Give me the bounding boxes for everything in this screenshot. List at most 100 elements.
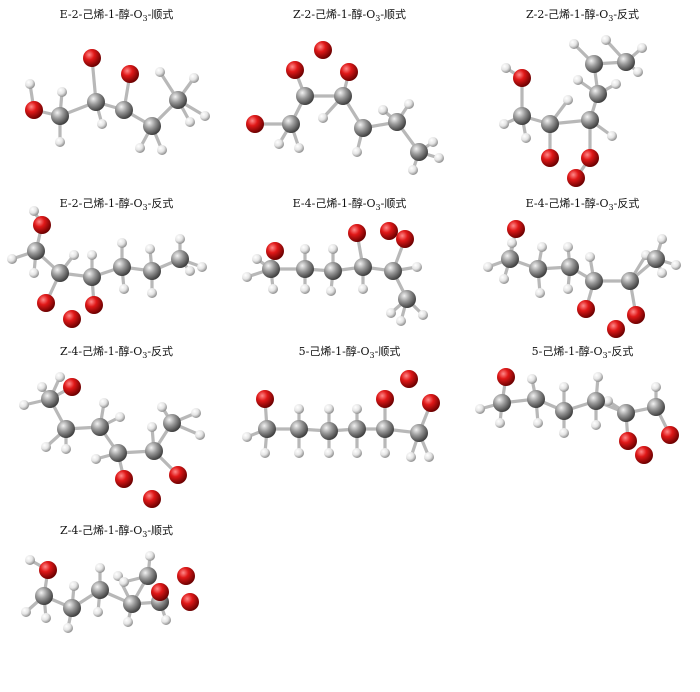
- molecule-model: [246, 41, 444, 175]
- carbon-atom: [587, 392, 605, 410]
- molecule-model: [7, 206, 207, 328]
- panel-title: Z-2-己烯-1-醇-O3-顺式: [292, 8, 407, 24]
- hydrogen-atom: [607, 131, 617, 141]
- carbon-atom: [529, 260, 547, 278]
- hydrogen-atom: [412, 262, 422, 272]
- oxygen-atom: [340, 63, 358, 81]
- panel-title: 5-己烯-1-醇-O3-反式: [531, 345, 634, 361]
- hydrogen-atom: [499, 119, 509, 129]
- hydrogen-atom: [352, 448, 362, 458]
- oxygen-atom: [115, 470, 133, 488]
- hydrogen-atom: [601, 35, 611, 45]
- hydrogen-atom: [57, 87, 67, 97]
- oxygen-atom: [33, 216, 51, 234]
- carbon-atom: [354, 258, 372, 276]
- oxygen-atom: [607, 320, 625, 338]
- hydrogen-atom: [404, 99, 414, 109]
- molecule-panel-4: E-2-己烯-1-醇-O3-反式: [0, 195, 233, 365]
- hydrogen-atom: [37, 382, 47, 392]
- hydrogen-atom: [406, 452, 416, 462]
- hydrogen-atom: [25, 79, 35, 89]
- oxygen-atom: [380, 222, 398, 240]
- carbon-atom: [91, 581, 109, 599]
- oxygen-atom: [181, 593, 199, 611]
- hydrogen-atom: [671, 260, 681, 270]
- oxygen-atom: [143, 490, 161, 508]
- carbon-atom: [27, 242, 45, 260]
- carbon-atom: [296, 87, 314, 105]
- hydrogen-atom: [633, 67, 643, 77]
- hydrogen-atom: [326, 286, 336, 296]
- hydrogen-atom: [328, 244, 338, 254]
- hydrogen-atom: [93, 607, 103, 617]
- carbon-atom: [262, 260, 280, 278]
- hydrogen-atom: [483, 262, 493, 272]
- carbon-atom: [35, 587, 53, 605]
- hydrogen-atom: [69, 581, 79, 591]
- carbon-atom: [145, 442, 163, 460]
- oxygen-atom: [177, 567, 195, 585]
- hydrogen-atom: [507, 238, 517, 248]
- carbon-atom: [376, 420, 394, 438]
- hydrogen-atom: [189, 73, 199, 83]
- hydrogen-atom: [418, 310, 428, 320]
- hydrogen-atom: [69, 250, 79, 260]
- carbon-atom: [501, 250, 519, 268]
- carbon-atom: [513, 107, 531, 125]
- oxygen-atom: [507, 220, 525, 238]
- hydrogen-atom: [155, 67, 165, 77]
- hydrogen-atom: [19, 400, 29, 410]
- hydrogen-atom: [147, 422, 157, 432]
- hydrogen-atom: [157, 145, 167, 155]
- molecule-model: [25, 49, 210, 155]
- carbon-atom: [63, 599, 81, 617]
- hydrogen-atom: [185, 117, 195, 127]
- oxygen-atom: [661, 426, 679, 444]
- hydrogen-atom: [569, 39, 579, 49]
- molecule-model: [483, 220, 681, 338]
- hydrogen-atom: [563, 284, 573, 294]
- hydrogen-atom: [91, 454, 101, 464]
- molecule-panel-5: E-4-己烯-1-醇-O3-顺式: [233, 195, 466, 365]
- carbon-atom: [585, 55, 603, 73]
- hydrogen-atom: [29, 268, 39, 278]
- oxygen-atom: [63, 378, 81, 396]
- molecule-panel-6: E-4-己烯-1-醇-O3-反式: [466, 195, 699, 365]
- oxygen-atom: [63, 310, 81, 328]
- hydrogen-atom: [268, 284, 278, 294]
- carbon-atom: [143, 117, 161, 135]
- carbon-atom: [57, 420, 75, 438]
- hydrogen-atom: [61, 444, 71, 454]
- hydrogen-atom: [117, 238, 127, 248]
- oxygen-atom: [286, 61, 304, 79]
- hydrogen-atom: [396, 316, 406, 326]
- hydrogen-atom: [611, 79, 621, 89]
- hydrogen-atom: [185, 266, 195, 276]
- carbon-atom: [109, 444, 127, 462]
- hydrogen-atom: [123, 617, 133, 627]
- molecule-model: [499, 35, 647, 187]
- molecule-model: [475, 368, 679, 464]
- carbon-atom: [171, 250, 189, 268]
- molecule-panel-7: Z-4-己烯-1-醇-O3-反式: [0, 343, 233, 513]
- carbon-atom: [113, 258, 131, 276]
- carbon-atom: [617, 404, 635, 422]
- hydrogen-atom: [135, 143, 145, 153]
- hydrogen-atom: [637, 43, 647, 53]
- carbon-atom: [493, 394, 511, 412]
- carbon-atom: [585, 272, 603, 290]
- panel-title: E-4-己烯-1-醇-O3-顺式: [292, 197, 407, 213]
- hydrogen-atom: [161, 615, 171, 625]
- panel-title: E-2-己烯-1-醇-O3-反式: [59, 197, 174, 213]
- hydrogen-atom: [242, 272, 252, 282]
- carbon-atom: [647, 250, 665, 268]
- carbon-atom: [290, 420, 308, 438]
- hydrogen-atom: [475, 404, 485, 414]
- hydrogen-atom: [501, 63, 511, 73]
- hydrogen-atom: [603, 396, 613, 406]
- carbon-atom: [91, 418, 109, 436]
- hydrogen-atom: [200, 111, 210, 121]
- oxygen-atom: [635, 446, 653, 464]
- hydrogen-atom: [294, 404, 304, 414]
- hydrogen-atom: [119, 577, 129, 587]
